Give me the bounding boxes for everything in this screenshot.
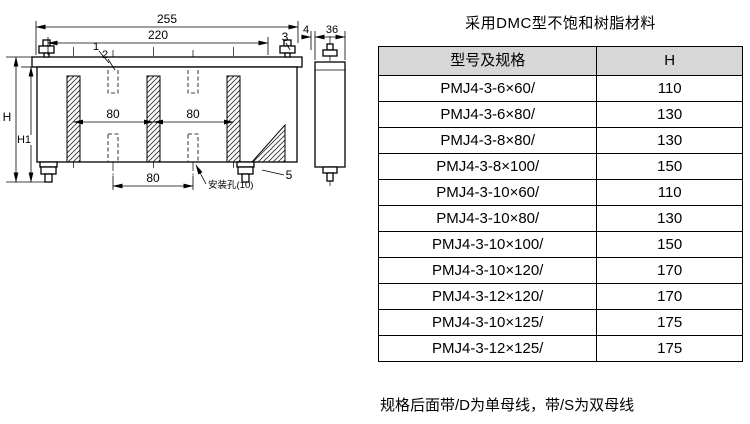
table-row: PMJ4-3-8×80/ 130 (377, 127, 743, 154)
dim-side-width: 36 (326, 24, 338, 36)
dim-side-offset: 4 (303, 24, 309, 36)
table-header-row: 型号及规格 H (377, 46, 743, 76)
hidden-hole-bottom-right (187, 133, 199, 163)
dimensions: 255 220 1 2 3 H (3, 12, 346, 191)
h-cell: 150 (596, 153, 743, 180)
table-row: PMJ4-3-6×80/ 130 (377, 101, 743, 128)
front-view (31, 39, 303, 183)
h-cell: 170 (596, 283, 743, 310)
model-cell: PMJ4-3-8×80/ (377, 127, 598, 154)
h-cell: 175 (596, 335, 743, 362)
dim-inner-width: 220 (148, 28, 168, 42)
model-cell: PMJ4-3-12×125/ (377, 335, 598, 362)
h-cell: 130 (596, 101, 743, 128)
spec-panel: 采用DMC型不饱和树脂材料 型号及规格 H PMJ4-3-6×60/ 110 P… (377, 12, 743, 362)
h-cell: 150 (596, 231, 743, 258)
dim-total-width: 255 (157, 12, 177, 26)
table-row: PMJ4-3-10×80/ 130 (377, 205, 743, 232)
dim-pitch-right: 80 (186, 107, 200, 121)
model-cell: PMJ4-3-10×80/ (377, 205, 598, 232)
hidden-hole-bottom-left (107, 133, 119, 163)
model-cell: PMJ4-3-10×125/ (377, 309, 598, 336)
drawing-svg: 255 220 1 2 3 H (3, 12, 346, 191)
table-row: PMJ4-3-12×125/ 175 (377, 335, 743, 362)
model-cell: PMJ4-3-8×100/ (377, 153, 598, 180)
table-row: PMJ4-3-12×120/ 170 (377, 283, 743, 310)
h-cell: 110 (596, 179, 743, 206)
callout-2: 2 (102, 49, 108, 61)
spec-table: 型号及规格 H PMJ4-3-6×60/ 110 PMJ4-3-6×80/ 13… (377, 46, 743, 362)
insulator-post-2 (146, 75, 161, 163)
model-cell: PMJ4-3-10×100/ (377, 231, 598, 258)
gusset (250, 123, 286, 163)
model-cell: PMJ4-3-6×80/ (377, 101, 598, 128)
table-row: PMJ4-3-6×60/ 110 (377, 75, 743, 102)
model-cell: PMJ4-3-10×60/ (377, 179, 598, 206)
model-cell: PMJ4-3-6×60/ (377, 75, 598, 102)
model-cell: PMJ4-3-12×120/ (377, 283, 598, 310)
table-row: PMJ4-3-10×125/ 175 (377, 309, 743, 336)
h-cell: 175 (596, 309, 743, 336)
hidden-hole-top-left (107, 66, 119, 94)
hidden-hole-top-right (187, 66, 199, 94)
side-view (314, 36, 346, 186)
table-row: PMJ4-3-10×60/ 110 (377, 179, 743, 206)
technical-drawing: 255 220 1 2 3 H (3, 12, 346, 191)
foot-right (236, 161, 255, 183)
callout-5: 5 (286, 168, 293, 182)
side-body (314, 61, 346, 168)
side-bottom-nut (322, 166, 338, 182)
table-row: PMJ4-3-10×100/ 150 (377, 231, 743, 258)
h-cell: 170 (596, 257, 743, 284)
top-bolt-left (38, 39, 55, 58)
col-header-h: H (596, 46, 743, 76)
callout-3: 3 (282, 30, 289, 44)
material-note: 采用DMC型不饱和树脂材料 (465, 15, 656, 32)
mounting-hole-label: 安装孔(10) (208, 179, 253, 191)
callout-1: 1 (93, 41, 99, 53)
insulator-post-3 (226, 75, 241, 163)
top-bolt-right (279, 39, 296, 58)
insulator-post-1 (66, 75, 81, 163)
h-cell: 130 (596, 127, 743, 154)
top-plate (31, 56, 303, 68)
foot-left (39, 161, 58, 183)
table-row: PMJ4-3-8×100/ 150 (377, 153, 743, 180)
h-cell: 130 (596, 205, 743, 232)
dim-height: H (3, 110, 12, 124)
table-row: PMJ4-3-10×120/ 170 (377, 257, 743, 284)
dim-height1: H1 (17, 134, 31, 146)
dim-pitch-left: 80 (106, 107, 120, 121)
h-cell: 110 (596, 75, 743, 102)
suffix-note: 规格后面带/D为单母线，带/S为双母线 (380, 397, 635, 414)
dim-hole-span: 80 (146, 171, 160, 185)
col-header-model: 型号及规格 (377, 46, 598, 76)
side-top-bolt (322, 43, 338, 57)
model-cell: PMJ4-3-10×120/ (377, 257, 598, 284)
